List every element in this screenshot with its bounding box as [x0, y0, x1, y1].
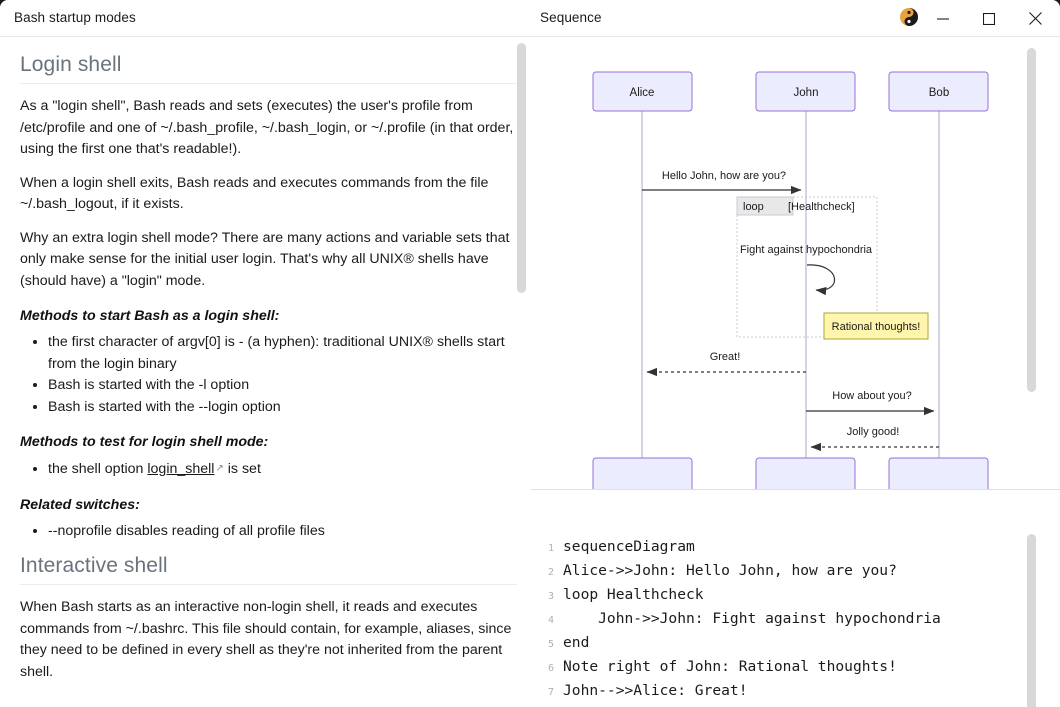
actor-box-john — [755, 71, 856, 112]
actor-foot-box-alice — [592, 457, 693, 489]
close-icon[interactable] — [1012, 0, 1058, 37]
mermaid-logo-icon — [898, 6, 920, 28]
diagram-scrollbar[interactable] — [1027, 48, 1036, 392]
code-line: 2 Alice->>John: Hello John, how are you? — [541, 562, 1041, 586]
line-text: Alice->>John: Hello John, how are you? — [563, 562, 897, 579]
paragraph-login-shell-profile: As a "login shell", Bash reads and sets … — [20, 98, 514, 157]
code-line-list: 1 sequenceDiagram 2 Alice->>John: Hello … — [541, 538, 1041, 707]
line-number: 7 — [547, 687, 554, 698]
panel-divider[interactable] — [531, 489, 1060, 490]
actor-foot-box-john — [755, 457, 856, 489]
actor-label-john: John — [794, 87, 819, 99]
document-panel: Login shell As a "login shell", Bash rea… — [0, 37, 531, 707]
line-text: John-->>Alice: Great! — [563, 682, 748, 699]
paragraph-why-login-shell: Why an extra login shell mode? There are… — [20, 229, 510, 289]
loop-box — [736, 196, 878, 338]
message-label-3: Great! — [710, 351, 741, 363]
actor-label-alice: Alice — [630, 87, 655, 99]
diagram-viewport[interactable]: loop [Healthcheck] Alice John Bob — [531, 37, 1060, 489]
section-heading-interactive-shell: Interactive shell — [20, 554, 517, 585]
line-number: 2 — [547, 567, 554, 578]
code-line: 1 sequenceDiagram — [541, 538, 1041, 562]
code-scrollbar[interactable] — [1027, 534, 1036, 707]
list-item: the shell option login_shell↗ is set — [48, 458, 517, 481]
note-box — [823, 312, 929, 340]
line-number: 5 — [547, 639, 554, 650]
message-label-4: How about you? — [832, 390, 912, 402]
list-related-switches: --noprofile disables reading of all prof… — [20, 521, 517, 543]
subheading-test-methods: Methods to test for login shell mode: — [20, 434, 269, 450]
list-item: the first character of argv[0] is - (a h… — [48, 332, 517, 375]
list-start-methods: the first character of argv[0] is - (a h… — [20, 332, 517, 418]
minimize-icon[interactable] — [920, 0, 966, 37]
loop-condition: [Healthcheck] — [788, 201, 855, 213]
subheading-related-switches: Related switches: — [20, 496, 140, 513]
code-line: 4 John->>John: Fight against hypochondri… — [541, 610, 1041, 634]
login-shell-link[interactable]: login_shell — [147, 461, 215, 477]
maximize-icon[interactable] — [966, 0, 1012, 37]
line-text: Note right of John: Rational thoughts! — [563, 658, 897, 675]
list-item: Bash is started with the -l option — [48, 375, 517, 397]
actor-box-bob — [888, 71, 989, 112]
line-number: 4 — [547, 615, 554, 626]
loop-keyword: loop — [743, 201, 764, 213]
code-editor[interactable]: 1 sequenceDiagram 2 Alice->>John: Hello … — [531, 490, 1060, 707]
line-number: 1 — [547, 543, 554, 554]
code-line: 7 John-->>Alice: Great! — [541, 682, 1041, 706]
list-item: Bash is started with the --login option — [48, 397, 517, 419]
line-text: John->>John: Fight against hypochondria — [563, 610, 941, 627]
subheading-start-methods: Methods to start Bash as a login shell: — [20, 308, 280, 324]
actor-foot-box-bob — [888, 457, 989, 489]
message-arrow-self-loop — [806, 264, 835, 296]
sequence-panel: loop [Healthcheck] Alice John Bob — [531, 37, 1060, 707]
message-label-2: Fight against hypochondria — [740, 244, 873, 256]
list-item-prefix: the shell option — [48, 461, 148, 477]
document-scrollbar[interactable] — [517, 43, 526, 293]
actor-label-bob: Bob — [929, 87, 949, 99]
line-number: 6 — [547, 663, 554, 674]
title-bar: Bash startup modes Sequence — [0, 0, 1060, 37]
sequence-diagram-svg: loop [Healthcheck] Alice John Bob — [592, 71, 989, 489]
message-label-1: Hello John, how are you? — [662, 170, 786, 182]
line-text: end — [563, 634, 590, 651]
actor-box-alice — [592, 71, 693, 112]
line-text: sequenceDiagram — [563, 538, 695, 555]
note-text: Rational thoughts! — [832, 321, 921, 333]
list-item-suffix: is set — [223, 461, 261, 477]
loop-label-tab — [736, 196, 794, 216]
external-link-icon: ↗ — [215, 463, 224, 474]
line-number: 3 — [547, 591, 554, 602]
paragraph-login-shell-exit: When a login shell exits, Bash reads and… — [20, 174, 489, 213]
list-test-methods: the shell option login_shell↗ is set — [20, 458, 517, 481]
code-line: 3 loop Healthcheck — [541, 586, 1041, 610]
document-title: Bash startup modes — [14, 10, 136, 25]
sequence-panel-title: Sequence — [540, 10, 602, 25]
message-label-5: Jolly good! — [847, 426, 900, 438]
list-item: --noprofile disables reading of all prof… — [48, 521, 517, 543]
document-content: Login shell As a "login shell", Bash rea… — [20, 45, 517, 695]
code-line: 6 Note right of John: Rational thoughts! — [541, 658, 1041, 682]
code-line: 5 end — [541, 634, 1041, 658]
line-text: loop Healthcheck — [563, 586, 704, 603]
section-heading-login-shell: Login shell — [20, 53, 517, 84]
paragraph-interactive-shell: When Bash starts as an interactive non-l… — [20, 599, 512, 680]
